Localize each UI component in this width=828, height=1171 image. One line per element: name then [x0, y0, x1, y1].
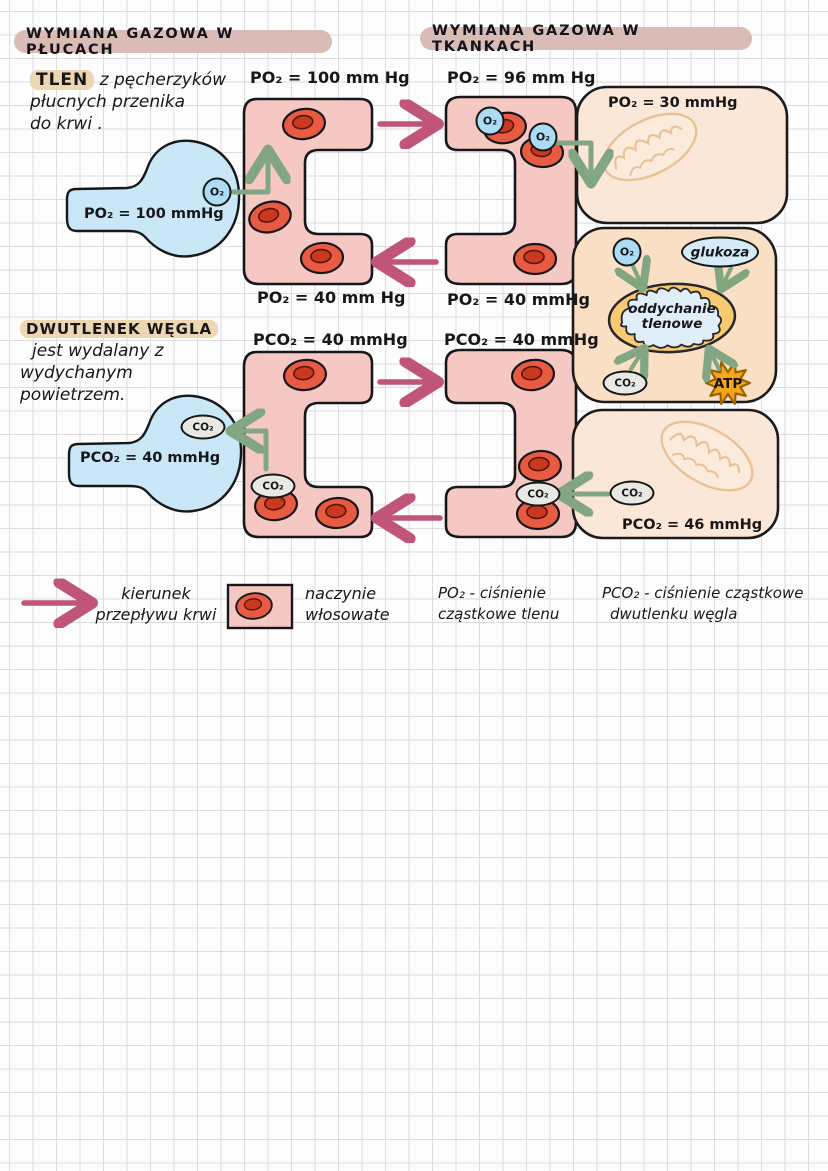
atp-mitochondrion-arrow	[711, 353, 719, 369]
label-cell-co2: PCO₂ = 46 mmHg	[622, 517, 763, 533]
alveolus-o2	[65, 139, 241, 258]
note-oxygen-highlight: TLEN	[30, 70, 95, 90]
co2-mitochondrion-arrow	[631, 352, 642, 369]
label-cap-tissue-in: PO₂ = 96 mm Hg	[447, 68, 596, 87]
label-cell-o2: PO₂ = 30 mmHg	[608, 95, 738, 111]
glucose-molecule: glukoza	[681, 236, 759, 268]
note-oxygen: TLEN z pęcherzyków płucnych przenika do …	[30, 69, 226, 135]
legend-pco2: PCO₂ - ciśnienie cząstkowe dwutlenku węg…	[602, 583, 803, 625]
aerobic-respiration-line1: oddychanie	[628, 301, 716, 317]
legend-vessel: naczynie włosowate	[305, 583, 390, 625]
note-co2-line1: DWUTLENEK WĘGLA	[20, 318, 219, 340]
o2-to-mitochondrion-arrow	[633, 266, 641, 284]
o2-molecule: O₂	[202, 177, 232, 207]
glucose-to-mitochondrion-arrow	[723, 268, 731, 285]
label-alveolus-o2: PO₂ = 100 mmHg	[84, 206, 224, 222]
legend-flow-line2: przepływu krwi	[95, 605, 217, 624]
legend-pco2-line1: PCO₂ - ciśnienie cząstkowe	[602, 584, 804, 602]
co2-label: CO₂	[621, 487, 643, 499]
co2-label: CO₂	[527, 488, 549, 500]
co2-into-alveolus-arrow	[236, 431, 269, 472]
note-oxygen-line1: TLEN z pęcherzyków	[30, 69, 226, 91]
header-lungs: WYMIANA GAZOWA W PŁUCACH	[14, 26, 332, 58]
aerobic-respiration-label: oddychanie tlenowe	[628, 302, 716, 332]
note-oxygen-line3: do krwi .	[30, 114, 103, 134]
glucose-label: glukoza	[690, 244, 750, 260]
label-alveolus-co2: PCO₂ = 40 mmHg	[80, 450, 221, 466]
note-oxygen-line2: płucnych przenika	[30, 92, 186, 112]
legend-vessel-line2: włosowate	[305, 605, 390, 624]
o2-label: O₂	[535, 130, 551, 144]
co2-label: CO₂	[192, 421, 214, 433]
o2-molecule: O₂	[612, 237, 642, 267]
co2-molecule: CO₂	[515, 481, 561, 507]
legend-pco2-line2: dwutlenku węgla	[610, 605, 738, 623]
note-oxygen-rest: z pęcherzyków	[99, 70, 226, 90]
label-cap-co2-tissue: PCO₂ = 40 mmHg	[444, 330, 599, 349]
red-blood-cell	[512, 242, 558, 276]
legend-flow: kierunek przepływu krwi	[85, 583, 227, 625]
header-tissues: WYMIANA GAZOWA W TKANKACH	[420, 23, 752, 55]
co2-molecule: CO₂	[609, 480, 655, 506]
label-cap-co2-lungs: PCO₂ = 40 mmHg	[253, 330, 408, 349]
o2-molecule: O₂	[475, 106, 505, 136]
note-co2-highlight: DWUTLENEK WĘGLA	[20, 320, 219, 338]
legend-po2-line1: PO₂ - ciśnienie	[438, 584, 546, 602]
co2-label: CO₂	[614, 377, 636, 389]
o2-label: O₂	[209, 185, 225, 199]
legend-po2-line2: cząstkowe tlenu	[438, 605, 560, 623]
note-co2-line4: powietrzem.	[20, 385, 126, 405]
label-cap-lungs-out: PO₂ = 40 mm Hg	[257, 288, 406, 307]
co2-molecule: CO₂	[180, 414, 226, 440]
mitochondrion-aerobic	[607, 282, 737, 354]
o2-into-cell-arrow	[555, 140, 591, 178]
atp-label: ATP	[713, 376, 743, 392]
label-cap-lungs-in: PO₂ = 100 mm Hg	[250, 68, 410, 87]
co2-label: CO₂	[262, 480, 284, 492]
o2-molecule: O₂	[528, 122, 558, 152]
co2-molecule: CO₂	[602, 370, 648, 396]
label-cap-tissue-out: PO₂ = 40 mmHg	[447, 290, 590, 309]
legend-vessel-line1: naczynie	[305, 584, 377, 603]
o2-label: O₂	[619, 245, 635, 259]
o2-label: O₂	[482, 114, 498, 128]
aerobic-respiration-line2: tlenowe	[641, 316, 703, 332]
o2-into-blood-arrow	[230, 155, 268, 195]
header-lungs-label: WYMIANA GAZOWA W PŁUCACH	[26, 25, 235, 58]
note-co2: DWUTLENEK WĘGLA jest wydalany z wydychan…	[20, 318, 219, 406]
legend-flow-line1: kierunek	[121, 584, 191, 603]
note-co2-line2: jest wydalany z	[32, 341, 164, 361]
note-co2-line3: wydychanym	[20, 363, 133, 383]
legend-po2: PO₂ - ciśnienie cząstkowe tlenu	[438, 583, 559, 625]
co2-molecule: CO₂	[250, 473, 296, 499]
header-tissues-label: WYMIANA GAZOWA W TKANKACH	[432, 22, 641, 55]
